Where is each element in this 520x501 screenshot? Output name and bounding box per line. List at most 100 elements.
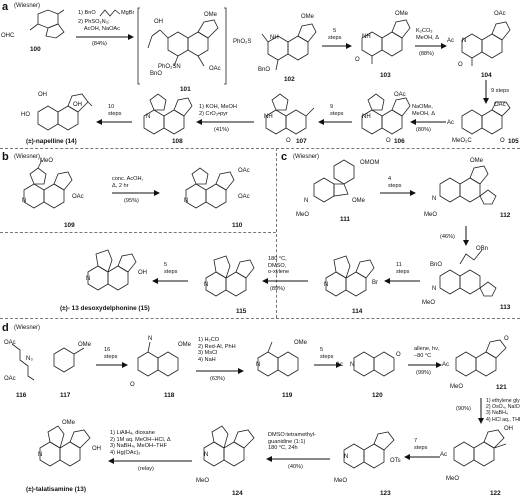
group-oac-116-1: OAc — [4, 340, 16, 346]
group-meo-109: MeO — [40, 158, 54, 164]
compound-112: 112 — [500, 212, 511, 219]
group-oh-101: OH — [154, 19, 163, 25]
group-oh-napelline-1: OH — [38, 92, 47, 98]
condition-d9: 7 steps — [414, 438, 428, 451]
compound-106: 106 — [394, 138, 405, 145]
group-ho-napelline: HO — [21, 112, 30, 118]
condition-a6: (88%) — [419, 51, 434, 57]
group-oac-106: OAc — [394, 92, 406, 98]
condition-a5: K₂CO₃ MeOH, Δ — [416, 28, 440, 41]
condition-d4: 5 steps — [320, 347, 334, 360]
arrow-108-14 — [96, 119, 132, 125]
group-n-111: N — [304, 198, 309, 204]
structure-124 — [203, 425, 255, 467]
group-omom-111: OMOM — [360, 160, 380, 166]
arrow-121-122 — [478, 398, 484, 424]
panel-author-b: (Wiesner) — [14, 154, 41, 160]
group-o-120: O — [396, 352, 401, 358]
condition-a8: NaOMe, MeOH, Δ — [412, 104, 436, 117]
condition-c4: 180 °C, DMSO, o-xylene — [268, 256, 290, 276]
arrow-119-120 — [314, 362, 342, 368]
condition-c5: (89%) — [270, 286, 285, 292]
group-ome-103: OMe — [395, 11, 409, 17]
group-n-15: N — [86, 276, 91, 282]
structure-117 — [53, 347, 85, 373]
group-n-109: N — [22, 198, 27, 204]
group-n-108: N — [146, 114, 151, 120]
condition-d10: DMSO:tetramethyl- guanidine (1:1) 180 °C… — [268, 432, 316, 452]
compound-121: 121 — [496, 384, 507, 391]
compound-105: 105 — [508, 138, 519, 145]
arrow-109-110 — [112, 190, 160, 196]
structure-118 — [137, 341, 179, 377]
arrow-102-103 — [322, 43, 352, 49]
group-o-103: O — [355, 57, 360, 63]
compound-102: 102 — [284, 76, 295, 83]
group-nh-106: NH — [362, 114, 371, 120]
group-oac-110-1: OAc — [238, 168, 250, 174]
arrow-105-106 — [410, 119, 446, 125]
condition-d13: (relay) — [138, 466, 154, 472]
arrow-123-124 — [266, 456, 330, 462]
group-n-114: N — [324, 282, 329, 288]
compound-117: 117 — [60, 392, 71, 399]
arrow-107-108 — [196, 119, 254, 125]
panel-author-d: (Wiesner) — [14, 325, 41, 331]
arrow-104-105 — [483, 80, 489, 104]
structure-104 — [461, 21, 511, 66]
condition-d12: 1) LiAlH₄, dioxane 2) 1M aq. MeOH–HCl, Δ… — [110, 430, 171, 456]
arrow-117-118 — [96, 362, 128, 368]
arrow-111-112 — [380, 190, 416, 196]
group-o-105: O — [500, 138, 505, 144]
group-meo-113: MeO — [422, 300, 436, 306]
compound-108: 108 — [172, 138, 183, 145]
separator-b-c — [276, 148, 277, 318]
condition-a10: 9 steps — [330, 104, 344, 117]
group-oac-105: OAc — [494, 102, 506, 108]
group-oh-napelline-2: OH — [73, 102, 82, 108]
condition-d8-visible: 1) ethylene glycol, H⁺ 2) OsO₄, NaIO₄ 3)… — [486, 398, 520, 423]
group-o-106: O — [386, 138, 391, 144]
group-n-120: N — [350, 362, 355, 368]
compound-113: 113 — [500, 304, 511, 311]
group-obn-113: OBn — [476, 246, 489, 252]
structure-110 — [185, 167, 235, 209]
structure-112 — [439, 165, 497, 205]
structure-111 — [313, 159, 355, 203]
group-ome-102: OMe — [301, 14, 315, 20]
separator-b-bottom — [0, 232, 276, 233]
arrow-103-104 — [415, 43, 447, 49]
group-oac-109: OAc — [72, 194, 84, 200]
group-ome-112: OMe — [470, 158, 484, 164]
arrow-115-15 — [152, 278, 188, 284]
group-n-119: N — [256, 362, 261, 368]
structure-119 — [257, 341, 299, 377]
condition-d5: allene, hν, –80 °C — [414, 346, 440, 359]
condition-a2: 2) PhSO₂N₃; AcOH, NaOAc — [78, 19, 120, 32]
separator-a-b — [0, 148, 520, 149]
group-ome-13: OMe — [62, 420, 76, 426]
group-ac-121: Ac — [442, 362, 450, 368]
group-meo-112: MeO — [424, 212, 438, 218]
group-oac-116-2: OAc — [4, 376, 16, 382]
condition-c3: 11 steps — [396, 262, 410, 275]
panel-label-c: c — [281, 151, 288, 163]
compound-118: 118 — [164, 392, 175, 399]
group-n3-116: N₃ — [26, 356, 33, 362]
group-ome-101: OMe — [204, 12, 218, 18]
group-oh-13: OH — [92, 446, 101, 452]
separator-bc-d — [0, 318, 520, 319]
condition-a1-reagent: MgBr — [121, 10, 135, 16]
condition-d7: (90%) — [456, 406, 471, 412]
condition-a4: 5 steps — [328, 28, 342, 41]
condition-a7: 9 steps — [491, 88, 510, 94]
structure-107 — [265, 93, 315, 135]
group-n-13: N — [38, 452, 43, 458]
arrow-114-115 — [262, 278, 308, 284]
structure-102 — [261, 23, 317, 71]
group-n-104: N — [462, 38, 467, 44]
grignard-chain — [99, 9, 121, 17]
compound-110: 110 — [232, 222, 243, 229]
group-meo-122: MeO — [446, 476, 460, 482]
group-ome-118: OMe — [178, 342, 192, 348]
